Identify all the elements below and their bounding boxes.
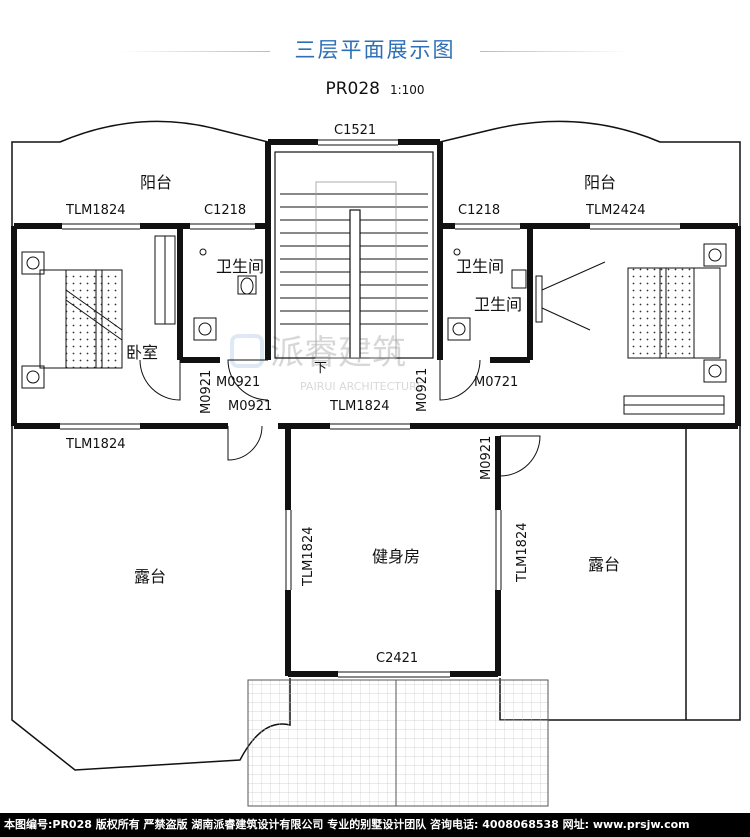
label-tlm1824-mid: TLM1824: [329, 399, 389, 414]
label-tlm1824-gym-left: TLM1824: [301, 527, 316, 587]
label-m0721: M0721: [474, 375, 518, 390]
watermark-cn: 派睿建筑: [270, 333, 406, 373]
door-swings: [139, 359, 541, 477]
window-symbols: [60, 139, 680, 430]
page-title: 三层平面展示图: [294, 38, 456, 62]
room-terrace-left: 露台: [134, 567, 166, 586]
plan-subtitle: PR028 1:100: [0, 79, 750, 99]
room-bath-left: 卫生间: [216, 257, 264, 276]
room-bath-right-a: 卫生间: [456, 257, 504, 276]
wardrobe-right: [623, 395, 725, 415]
label-c1521: C1521: [334, 123, 376, 138]
bed-left: [21, 251, 123, 389]
wardrobe-left: [154, 235, 176, 325]
plan-scale: 1:100: [389, 83, 425, 97]
staircase: [274, 151, 434, 359]
label-c2421: C2421: [376, 651, 418, 666]
watermark-en: PAIRUI ARCHITECTURE: [300, 380, 424, 393]
watermark-logo: 派睿建筑 PAIRUI ARCHITECTURE: [230, 333, 424, 393]
title-rule-right: [480, 51, 630, 52]
room-terrace-right: 露台: [588, 555, 620, 574]
room-gym: 健身房: [372, 547, 420, 566]
label-tlm1824-top: TLM1824: [65, 203, 125, 218]
balcony-left-outline: [11, 120, 269, 430]
plan-code: PR028: [325, 79, 380, 99]
footer-banner: 本图编号:PR028 版权所有 严禁盗版 湖南派睿建筑设计有限公司 专业的别墅设…: [0, 813, 750, 837]
room-balcony-left: 阳台: [140, 173, 172, 192]
upper-walls: [11, 139, 741, 429]
bed-right: [627, 243, 727, 383]
floor-plan: 派睿建筑 PAIRUI ARCHITECTURE: [11, 120, 741, 807]
label-tlm2424: TLM2424: [585, 203, 645, 218]
label-tlm1824-left-bottom: TLM1824: [65, 437, 125, 452]
room-bath-right-b: 卫生间: [474, 295, 522, 314]
label-tlm1824-gym-right: TLM1824: [515, 523, 530, 583]
label-c1218-right: C1218: [458, 203, 500, 218]
label-m0921-vert-mid: M0921: [415, 368, 430, 412]
label-m0921-vert-left: M0921: [199, 370, 214, 414]
label-m0921-vert-right: M0921: [479, 436, 494, 480]
label-c1218-left: C1218: [204, 203, 246, 218]
stair-down-label: 下: [314, 361, 327, 376]
room-bedroom: 卧室: [126, 343, 158, 362]
title-rule-left: [120, 51, 270, 52]
balcony-right-outline: [439, 120, 741, 228]
bath-fixtures: [193, 248, 527, 341]
room-balcony-right: 阳台: [584, 173, 616, 192]
tv-sight-lines: [535, 261, 606, 331]
tiled-canopy: [247, 679, 549, 807]
label-m0921-a: M0921: [216, 375, 260, 390]
label-m0921-b: M0921: [228, 399, 272, 414]
